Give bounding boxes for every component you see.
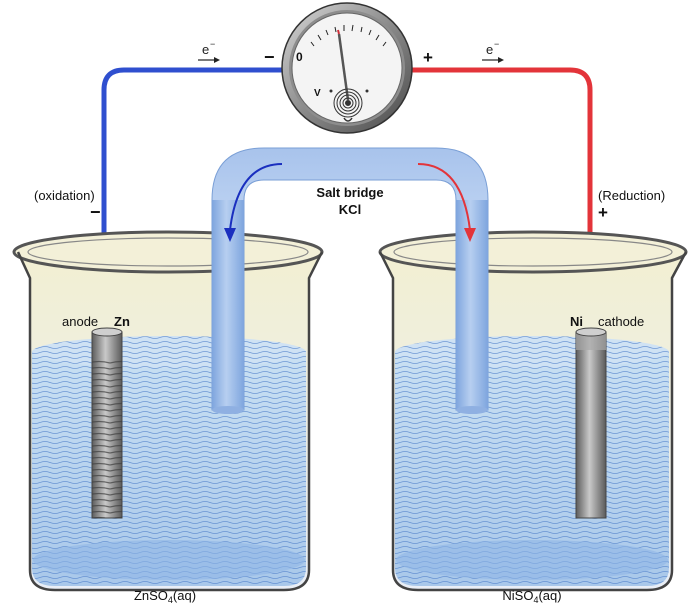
right-polarity-sign: + xyxy=(598,203,608,222)
voltmeter-unit-label: V xyxy=(314,88,321,99)
zinc-label: Zn xyxy=(114,314,130,329)
voltmeter-zero-label: 0 xyxy=(296,50,303,64)
right-beaker-outline xyxy=(378,251,688,592)
voltmeter-coil-icon xyxy=(333,88,363,118)
electron-charge-right: − xyxy=(494,39,499,49)
right-process-label: (Reduction) xyxy=(598,188,665,203)
electron-charge-left: − xyxy=(210,39,215,49)
zinc-anode-electrode xyxy=(91,327,123,519)
left-solution-label: ZnSO4(aq) xyxy=(134,588,196,605)
external-circuit xyxy=(101,67,593,340)
right-solution xyxy=(395,336,669,586)
electron-label-left: e xyxy=(202,42,209,57)
anode-label: anode xyxy=(62,314,98,329)
salt-bridge-cation-arrow xyxy=(417,163,471,231)
nickel-cathode-electrode xyxy=(575,327,607,519)
voltmeter-minus-terminal: − xyxy=(264,47,275,67)
electron-flow-right: e − xyxy=(482,39,504,63)
salt-bridge-formula: KCl xyxy=(339,202,361,217)
anode-wire xyxy=(101,67,282,340)
cathode-wire xyxy=(412,67,593,340)
voltmeter: − + 0 V xyxy=(264,2,433,134)
left-polarity-sign: − xyxy=(90,202,101,222)
right-solution-label: NiSO4(aq) xyxy=(502,588,561,605)
voltmeter-scale xyxy=(310,24,387,47)
left-beaker-outline xyxy=(16,251,324,592)
salt-bridge: Salt bridge KCl xyxy=(211,147,489,414)
salt-bridge-anion-arrow xyxy=(229,163,283,231)
left-process-label: (oxidation) xyxy=(34,188,95,203)
electron-flow-left: e − xyxy=(198,39,220,63)
voltmeter-plus-terminal: + xyxy=(423,48,433,67)
cathode-label: cathode xyxy=(598,314,644,329)
salt-bridge-title: Salt bridge xyxy=(316,185,383,200)
left-solution xyxy=(32,336,306,586)
electron-label-right: e xyxy=(486,42,493,57)
nickel-label: Ni xyxy=(570,314,583,329)
